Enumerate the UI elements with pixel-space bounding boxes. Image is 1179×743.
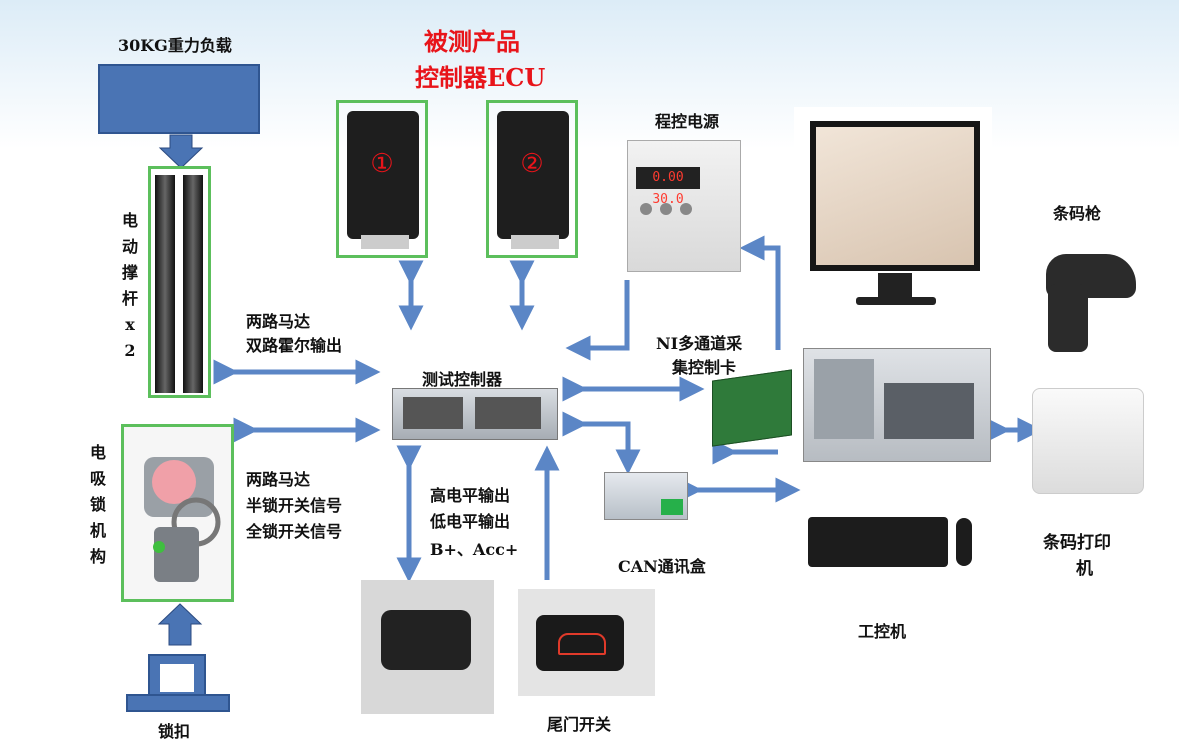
ecu-unit-2-number: ② bbox=[520, 149, 544, 179]
arrow-ipc-power bbox=[739, 235, 781, 350]
arrow-power-controller bbox=[565, 280, 630, 361]
ecu-unit-2: ② bbox=[486, 100, 578, 258]
load-label: 30KG重力负载 bbox=[118, 36, 232, 55]
load-block bbox=[98, 64, 260, 134]
tailgate-switch-label: 尾门开关 bbox=[547, 715, 612, 734]
barcode-gun-label: 条码枪 bbox=[1053, 204, 1102, 223]
tailgate-switch-photo bbox=[518, 589, 655, 696]
printer-label-1: 条码打印 bbox=[1043, 533, 1111, 553]
monitor bbox=[794, 107, 992, 312]
ni-card-label-1: NI多通道采 bbox=[656, 334, 743, 353]
power-supply-device: 0.00 30.0 bbox=[627, 140, 741, 272]
printer-label-2: 机 bbox=[1076, 559, 1093, 579]
signal-hall: 双路霍尔输出 bbox=[246, 336, 343, 355]
latch-label: 锁扣 bbox=[158, 722, 191, 741]
test-controller-device bbox=[392, 388, 558, 440]
power-supply-display: 0.00 30.0 bbox=[636, 167, 700, 207]
latch-icon bbox=[126, 654, 230, 714]
signal-full-lock: 全锁开关信号 bbox=[246, 522, 343, 541]
arrow-load-actuator bbox=[158, 134, 204, 169]
signal-half-lock: 半锁开关信号 bbox=[246, 496, 343, 515]
barcode-printer-device bbox=[1032, 388, 1144, 494]
arrow-controller-can bbox=[562, 411, 641, 475]
actuator-rod-1 bbox=[155, 175, 175, 393]
keyboard bbox=[808, 517, 948, 567]
industrial-pc-device bbox=[803, 348, 991, 462]
actuator-rod-2 bbox=[183, 175, 203, 393]
power-supply-label: 程控电源 bbox=[655, 112, 720, 131]
arrow-latch-lock bbox=[157, 603, 203, 646]
signal-motor-1: 两路马达 bbox=[246, 312, 311, 331]
can-box-label: CAN通讯盒 bbox=[618, 557, 706, 576]
lock-mechanism-box bbox=[121, 424, 234, 602]
ecu-unit-1-number: ① bbox=[370, 149, 394, 179]
mouse bbox=[956, 518, 972, 566]
signal-low-level: 低电平输出 bbox=[430, 512, 511, 531]
barcode-gun-device bbox=[1028, 232, 1146, 356]
actuator-box bbox=[148, 166, 211, 398]
ni-card-label-2: 集控制卡 bbox=[672, 358, 737, 377]
ipc-label: 工控机 bbox=[858, 622, 907, 641]
signal-high-level: 高电平输出 bbox=[430, 486, 511, 505]
signal-motor-2: 两路马达 bbox=[246, 470, 311, 489]
ni-card-device bbox=[712, 369, 792, 447]
ecu-unit-1: ① bbox=[336, 100, 428, 258]
title-line2: 控制器ECU bbox=[415, 63, 546, 92]
can-box-device bbox=[604, 472, 688, 520]
signal-power: B+、Acc+ bbox=[430, 540, 519, 559]
harness-device-photo bbox=[361, 580, 494, 714]
lock-mechanism-image bbox=[144, 457, 221, 582]
controller-label: 测试控制器 bbox=[422, 370, 503, 389]
title-line1: 被测产品 bbox=[424, 27, 520, 56]
lock-label: 电吸锁机构 bbox=[89, 443, 106, 566]
